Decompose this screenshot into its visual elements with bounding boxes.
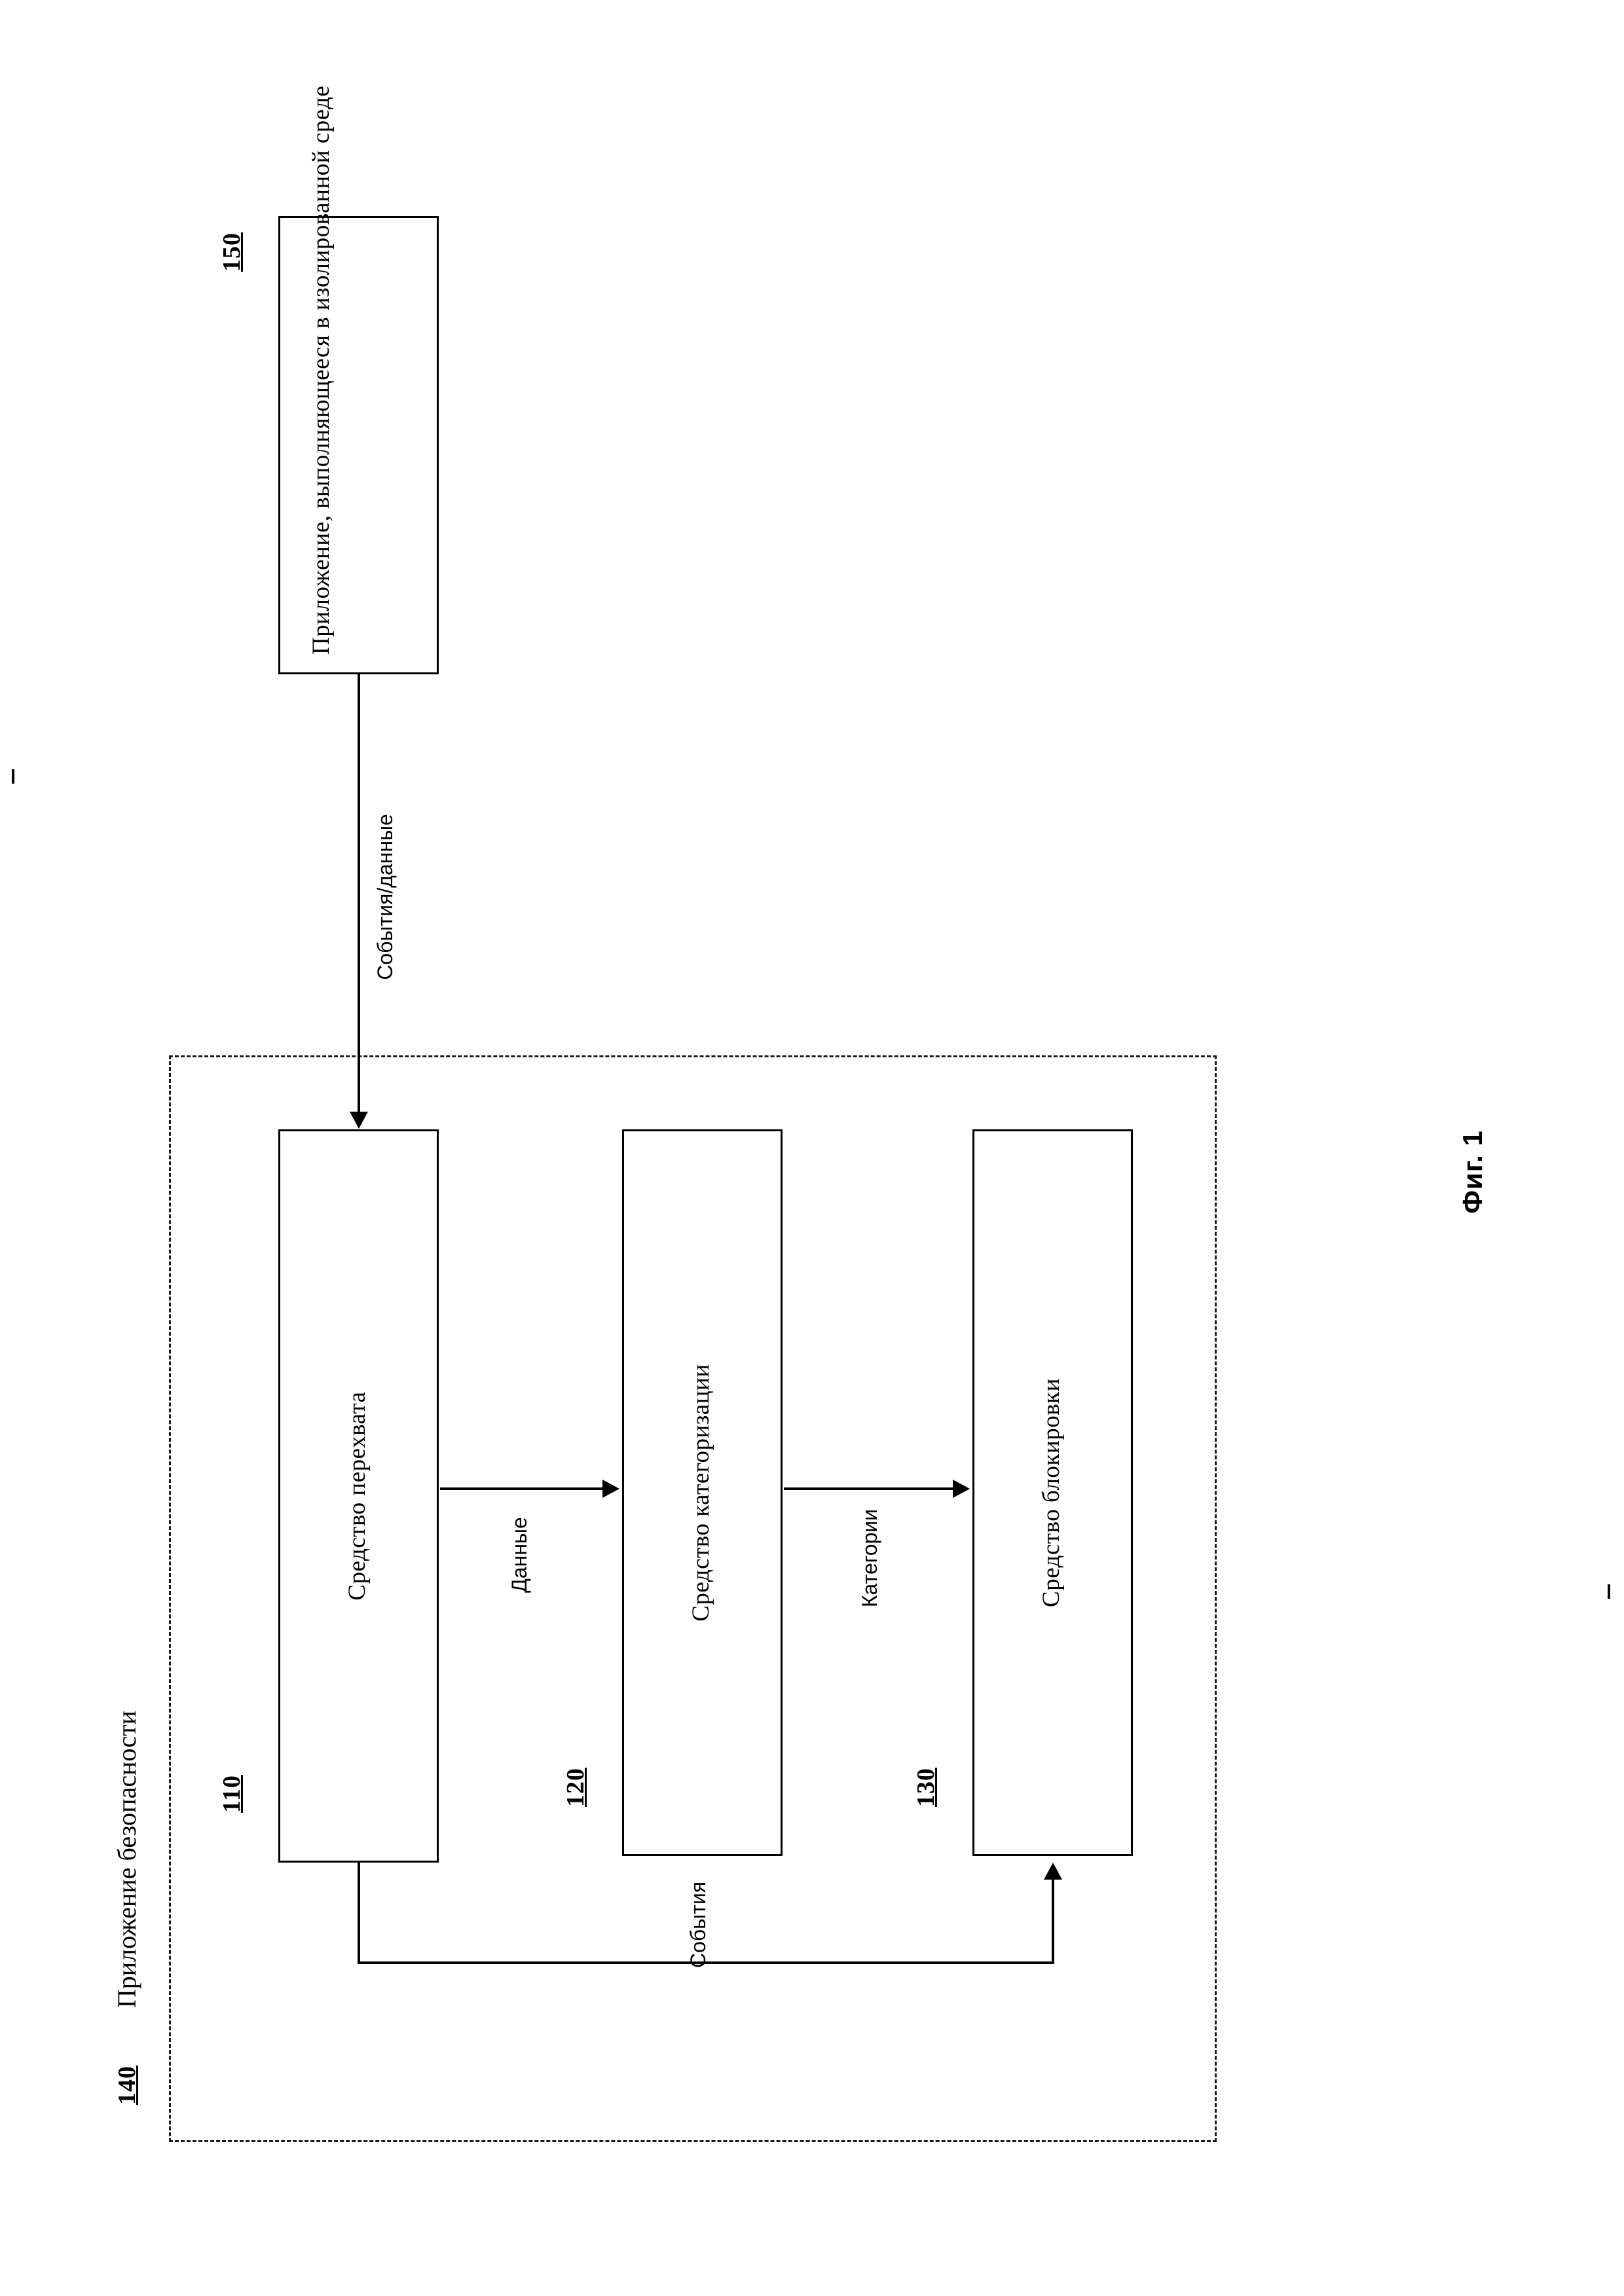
registration-tick-right <box>1608 1584 1610 1599</box>
node-block-label: Средство блокировки <box>1037 1378 1065 1607</box>
edge-events-data-arrowhead <box>350 1112 368 1129</box>
edge-events-segment-down <box>358 1863 360 1964</box>
edge-data-line <box>440 1487 602 1490</box>
figure-caption: Фиг. 1 <box>1457 1130 1488 1214</box>
edge-categories-label: Категории <box>858 1508 881 1608</box>
edge-categories-arrowhead <box>953 1480 970 1498</box>
ref-number-120: 120 <box>562 1768 589 1807</box>
edge-events-data-label: События/данные <box>373 814 397 980</box>
node-sandbox-app[interactable]: Приложение, выполняющееся в изолированно… <box>278 85 439 674</box>
node-intercept-label: Средство перехвата <box>343 1391 371 1601</box>
ref-number-130: 130 <box>912 1768 940 1807</box>
security-application-boundary <box>169 1055 1217 2142</box>
node-categorize[interactable]: Средство категоризации <box>622 1129 783 1856</box>
ref-number-140: 140 <box>113 2066 141 2105</box>
edge-data-arrowhead <box>602 1480 619 1498</box>
edge-events-label: События <box>686 1881 710 1969</box>
security-application-label: Приложение безопасности <box>112 1710 141 2009</box>
edge-events-segment-up <box>1052 1879 1054 1963</box>
edge-events-arrowhead <box>1044 1863 1062 1880</box>
edge-data-label: Данные <box>507 1517 531 1593</box>
node-intercept[interactable]: Средство перехвата <box>278 1129 439 1863</box>
registration-tick-left <box>12 769 14 784</box>
edge-categories-line <box>784 1487 953 1490</box>
node-sandbox-app-label: Приложение, выполняющееся в изолированно… <box>307 85 335 655</box>
edge-events-data-line <box>358 674 360 1112</box>
ref-number-150: 150 <box>218 232 246 272</box>
edge-events-segment-across <box>358 1961 1054 1964</box>
node-block[interactable]: Средство блокировки <box>972 1129 1133 1856</box>
node-categorize-label: Средство категоризации <box>687 1364 714 1622</box>
ref-number-110: 110 <box>218 1775 246 1813</box>
